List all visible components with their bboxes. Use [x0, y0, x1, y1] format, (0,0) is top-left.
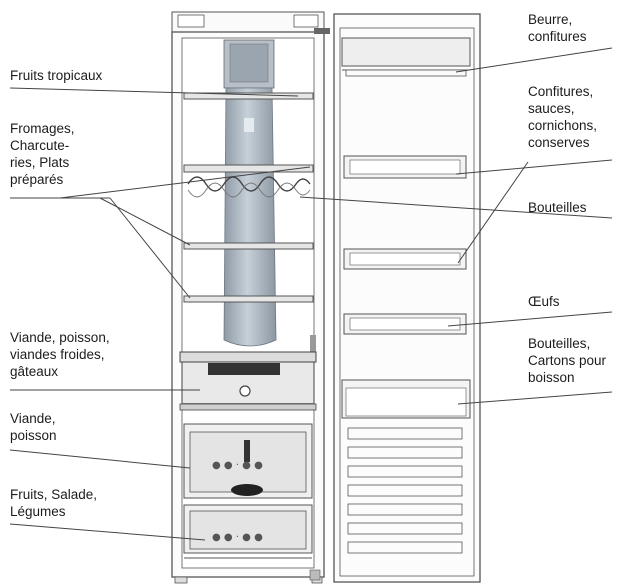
crisper-drawers: ● ● · ● ● ● ● · ● ●	[183, 423, 313, 559]
air-duct-column	[223, 39, 277, 347]
leader-viande-poisson	[9, 449, 191, 469]
label-oeufs: Œufs	[528, 294, 560, 309]
svg-text:● ● · ● ●: ● ● · ● ●	[212, 460, 263, 471]
label-bouteilles: Bouteilles	[528, 200, 587, 215]
leader-confitures-2	[457, 161, 529, 264]
label-viande-poisson: Viande, poisson	[10, 411, 57, 443]
label-confitures-sauces: Confitures, sauces, cornichons, conserve…	[528, 84, 598, 150]
label-beurre-confitures: Beurre, confitures	[528, 12, 587, 44]
leader-fromages-3	[109, 197, 191, 299]
leader-fruits-tropicaux	[9, 87, 299, 97]
leader-beurre	[455, 47, 613, 73]
label-bouteilles-cartons: Bouteilles, Cartons pour boisson	[528, 336, 607, 385]
leader-fruits-salade	[9, 523, 206, 541]
leader-fromages-2	[99, 197, 191, 246]
leader-bouteilles	[299, 196, 613, 219]
chiller-drawer	[179, 351, 317, 411]
leader-confitures	[455, 159, 613, 175]
label-fruits-tropicaux: Fruits tropicaux	[10, 68, 103, 83]
leader-bouteilles-cartons	[457, 391, 613, 405]
svg-text:● ● · ● ●: ● ● · ● ●	[212, 532, 263, 543]
bottle-rack	[187, 176, 311, 192]
leader-oeufs	[447, 311, 613, 327]
leader-lines	[9, 47, 613, 541]
label-fruits-salade-legumes: Fruits, Salade, Légumes	[10, 487, 98, 519]
label-viande-poisson-froides: Viande, poisson, viandes froides, gâteau…	[10, 330, 110, 379]
leader-fromages-1	[59, 166, 311, 199]
label-fromages-charcuteries: Fromages, Charcute- ries, Plats préparés	[10, 121, 75, 187]
fridge-door	[333, 13, 481, 583]
glass-shelves	[183, 92, 314, 303]
